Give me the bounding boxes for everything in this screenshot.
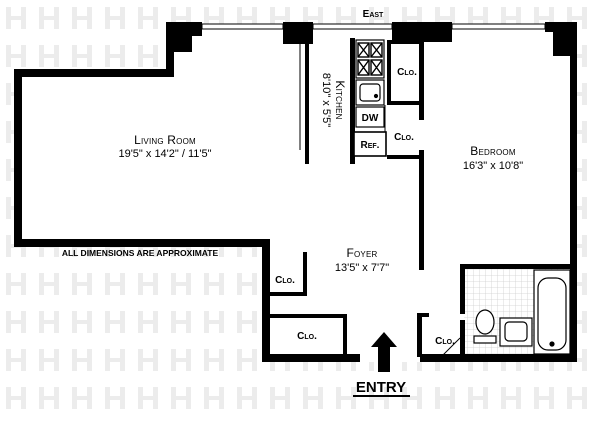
entry-arrow-icon — [371, 332, 397, 372]
living-room-dims: 19'5" x 14'2" / 11'5" — [118, 148, 211, 160]
bedroom-name: Bedroom — [470, 144, 516, 158]
refrigerator-label: Ref. — [361, 140, 380, 151]
closet-label-top: Clo. — [397, 67, 417, 78]
compass-east-label: East — [363, 9, 384, 20]
toilet-tank — [473, 335, 497, 344]
closet-label-entry: Clo. — [435, 336, 455, 347]
exterior-walls — [14, 22, 577, 362]
bathtub-basin-icon — [537, 277, 567, 351]
kitchen-dims: 8'10" x 5'5" — [320, 73, 332, 127]
closet-label-mid: Clo. — [394, 132, 414, 143]
closet-label-foyer-upper: Clo. — [275, 275, 295, 286]
north-windows — [201, 23, 546, 30]
dimensions-note: ALL DIMENSIONS ARE APPROXIMATE — [62, 248, 219, 258]
entry-label: ENTRY — [356, 379, 406, 396]
burner-icon — [357, 42, 383, 76]
vanity-basin-icon — [504, 321, 528, 342]
apartment-interior — [20, 30, 572, 362]
living-room-name: Living Room — [134, 133, 196, 147]
refrigerator — [353, 131, 387, 157]
foyer-dims: 13'5" x 7'7" — [335, 262, 389, 274]
dishwasher — [355, 106, 385, 128]
kitchen-name: Kitchen — [333, 80, 347, 119]
kitchen-appliances — [353, 39, 387, 157]
sink-basin-icon — [359, 83, 381, 102]
closet-label-foyer-lower: Clo. — [297, 331, 317, 342]
toilet-icon — [475, 309, 495, 335]
foyer-name: Foyer — [346, 246, 377, 260]
dishwasher-label: DW — [362, 113, 379, 124]
interior-walls — [262, 38, 572, 359]
bathroom-fixtures — [473, 269, 571, 355]
bedroom-dims: 16'3" x 10'8" — [463, 160, 523, 172]
